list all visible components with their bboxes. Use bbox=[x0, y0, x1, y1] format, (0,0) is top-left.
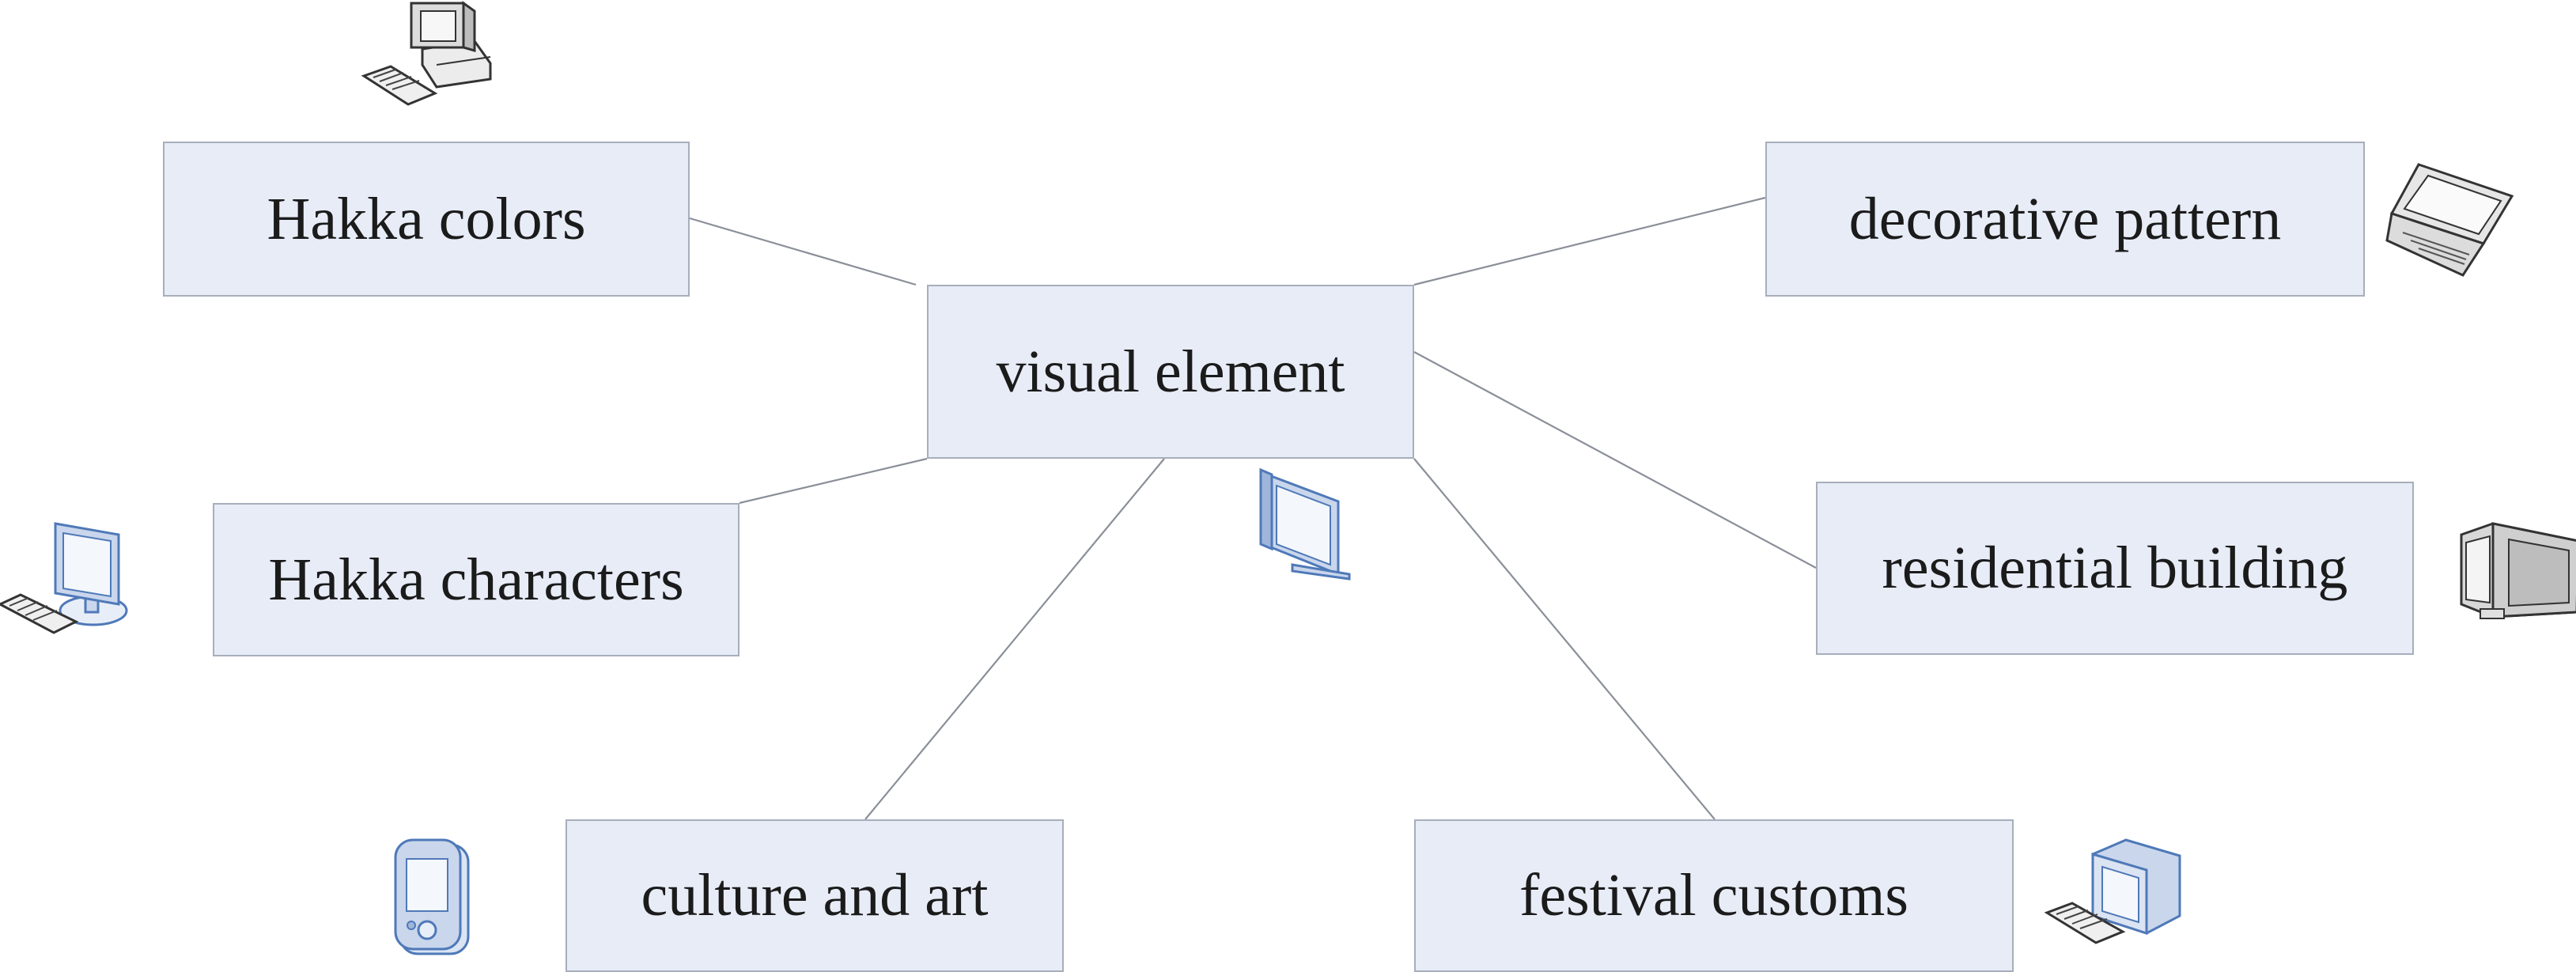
connector-hakka-colors bbox=[689, 217, 917, 286]
node-visual-element: visual element bbox=[927, 285, 1414, 459]
node-hakka-characters: Hakka characters bbox=[213, 503, 740, 656]
node-residential-building: residential building bbox=[1816, 482, 2414, 655]
connector-festival-customs bbox=[1413, 458, 1715, 820]
desktop-computer-icon bbox=[2044, 838, 2181, 944]
desktop-computer-icon bbox=[0, 522, 128, 634]
crt-monitor-icon bbox=[2460, 522, 2576, 619]
connector-residential-building bbox=[1413, 351, 1817, 569]
flat-monitor-icon bbox=[1259, 467, 1351, 581]
node-decorative-pattern: decorative pattern bbox=[1765, 142, 2365, 297]
node-culture-and-art: culture and art bbox=[566, 819, 1064, 972]
pda-icon bbox=[394, 838, 470, 955]
desktop-computer-icon bbox=[361, 1, 492, 106]
connector-hakka-characters bbox=[739, 457, 928, 505]
node-festival-customs: festival customs bbox=[1414, 819, 2014, 972]
laptop-icon bbox=[2385, 163, 2514, 277]
connector-culture-and-art bbox=[864, 458, 1165, 820]
connector-decorative-pattern bbox=[1413, 196, 1766, 286]
node-hakka-colors: Hakka colors bbox=[163, 142, 690, 297]
